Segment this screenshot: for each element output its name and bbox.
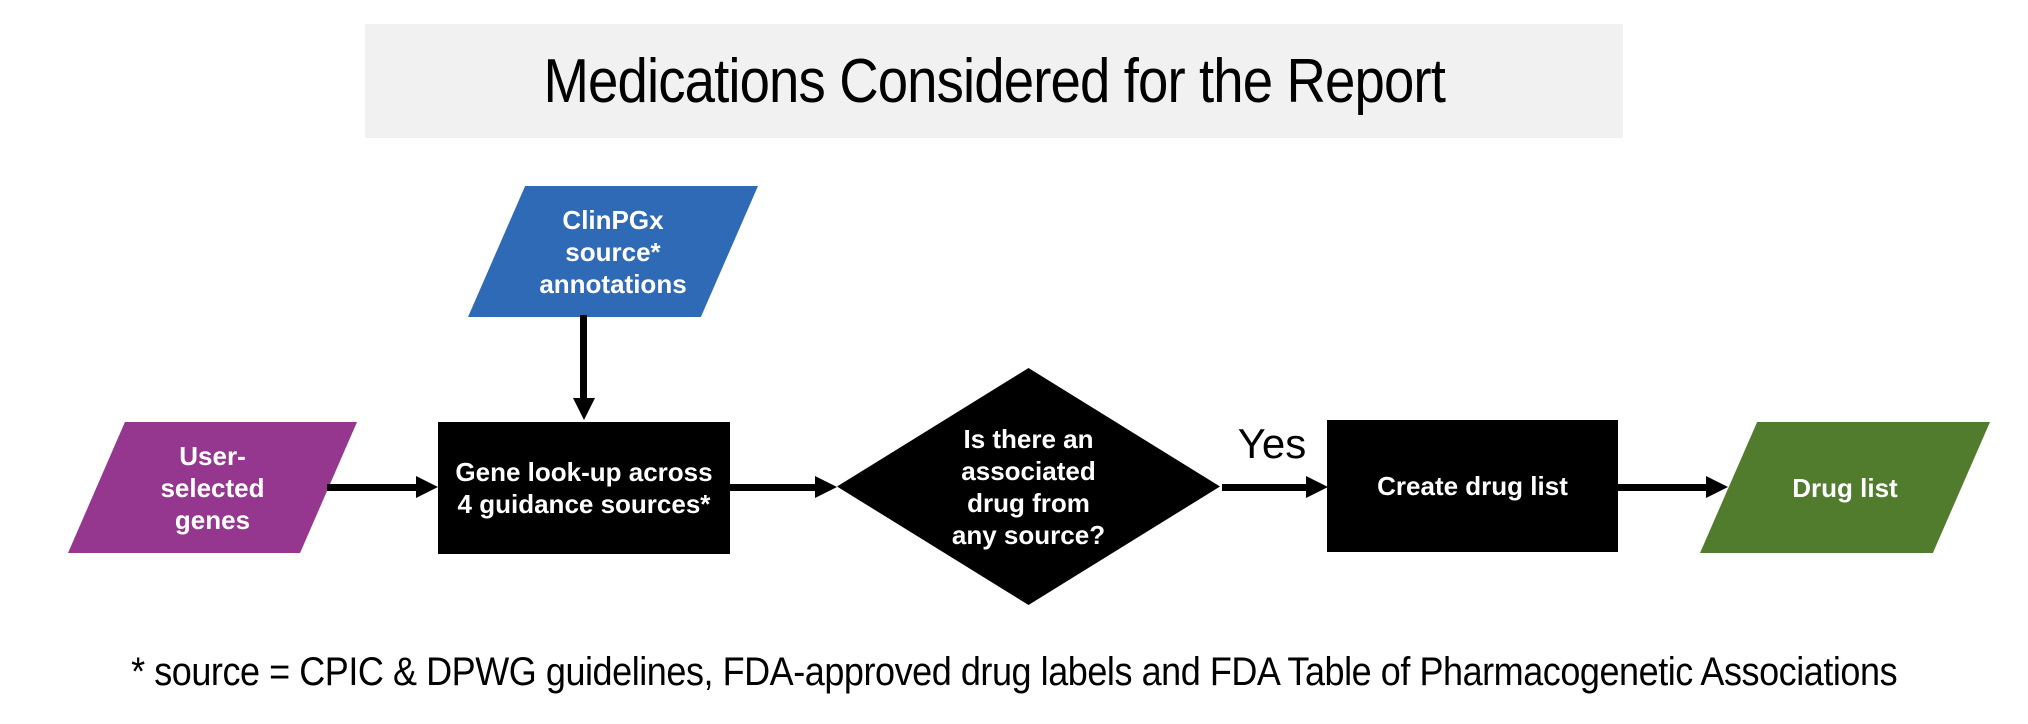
arrow-lookup-to-decision-line (730, 484, 815, 491)
arrow-create-to-druglist-head (1706, 476, 1728, 498)
node-gene-lookup: Gene look-up across 4 guidance sources* (438, 422, 730, 554)
node-label-line: drug from (967, 487, 1090, 518)
footnote: * source = CPIC & DPWG guidelines, FDA-a… (0, 650, 2028, 695)
node-label-line: User- (179, 440, 246, 471)
node-label-line: associated (961, 455, 1096, 486)
footnote-text: * source = CPIC & DPWG guidelines, FDA-a… (130, 650, 1897, 694)
node-user-selected-genes: User- selected genes (68, 422, 357, 553)
node-label-line: annotations (539, 268, 687, 299)
title-bar: Medications Considered for the Report (365, 24, 1623, 138)
page-title: Medications Considered for the Report (543, 46, 1445, 116)
arrow-create-to-druglist-line (1618, 484, 1706, 491)
node-label-line: genes (174, 504, 251, 535)
node-label-line: Create drug list (1377, 471, 1568, 501)
arrow-genes-to-lookup-line (327, 484, 416, 491)
node-label-line: ClinPGx (562, 204, 664, 235)
node-label-line: Gene look-up across (455, 457, 713, 487)
node-label-line: selected (160, 472, 265, 503)
arrow-clinpgx-to-lookup-head (573, 398, 595, 420)
node-label-line: any source? (951, 519, 1106, 550)
arrow-genes-to-lookup-head (416, 476, 438, 498)
edge-label-yes: Yes (1237, 420, 1307, 467)
arrow-lookup-to-decision-head (815, 476, 837, 498)
node-create-drug-list: Create drug list (1327, 420, 1618, 552)
node-label-line: Drug list (1792, 472, 1898, 503)
node-label-line: 4 guidance sources* (457, 489, 711, 519)
node-drug-list: Drug list (1700, 422, 1990, 553)
node-clinpgx-source-annotations: ClinPGx source* annotations (468, 186, 758, 317)
arrow-clinpgx-to-lookup-line (580, 315, 587, 399)
decision-associated-drug: Is there an associated drug from any sou… (837, 368, 1220, 605)
arrow-decision-to-create-line (1222, 484, 1306, 491)
node-label-line: Is there an (963, 423, 1094, 454)
node-label-line: source* (565, 236, 661, 267)
arrow-decision-to-create-head (1306, 476, 1328, 498)
